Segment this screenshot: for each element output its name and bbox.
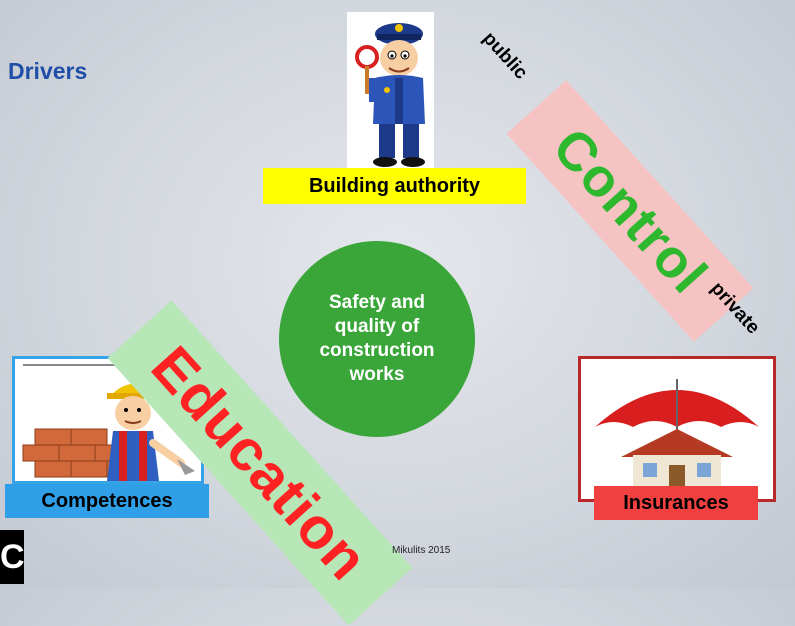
- slide-title: Drivers: [8, 58, 88, 84]
- umbrella-house-icon: [578, 356, 776, 502]
- building-authority-label: Building authority: [263, 168, 526, 204]
- insurances-label: Insurances: [594, 486, 758, 520]
- public-label: public: [478, 28, 532, 84]
- police-officer-icon: [347, 12, 434, 172]
- copyright-text: Mikulits 2015: [392, 545, 451, 556]
- control-label: Control: [541, 116, 719, 305]
- center-text: Safety and quality of construction works: [319, 292, 435, 385]
- competences-label: Competences: [5, 484, 209, 518]
- logo: C: [0, 530, 25, 584]
- center-circle: Safety and quality of construction works: [279, 241, 475, 437]
